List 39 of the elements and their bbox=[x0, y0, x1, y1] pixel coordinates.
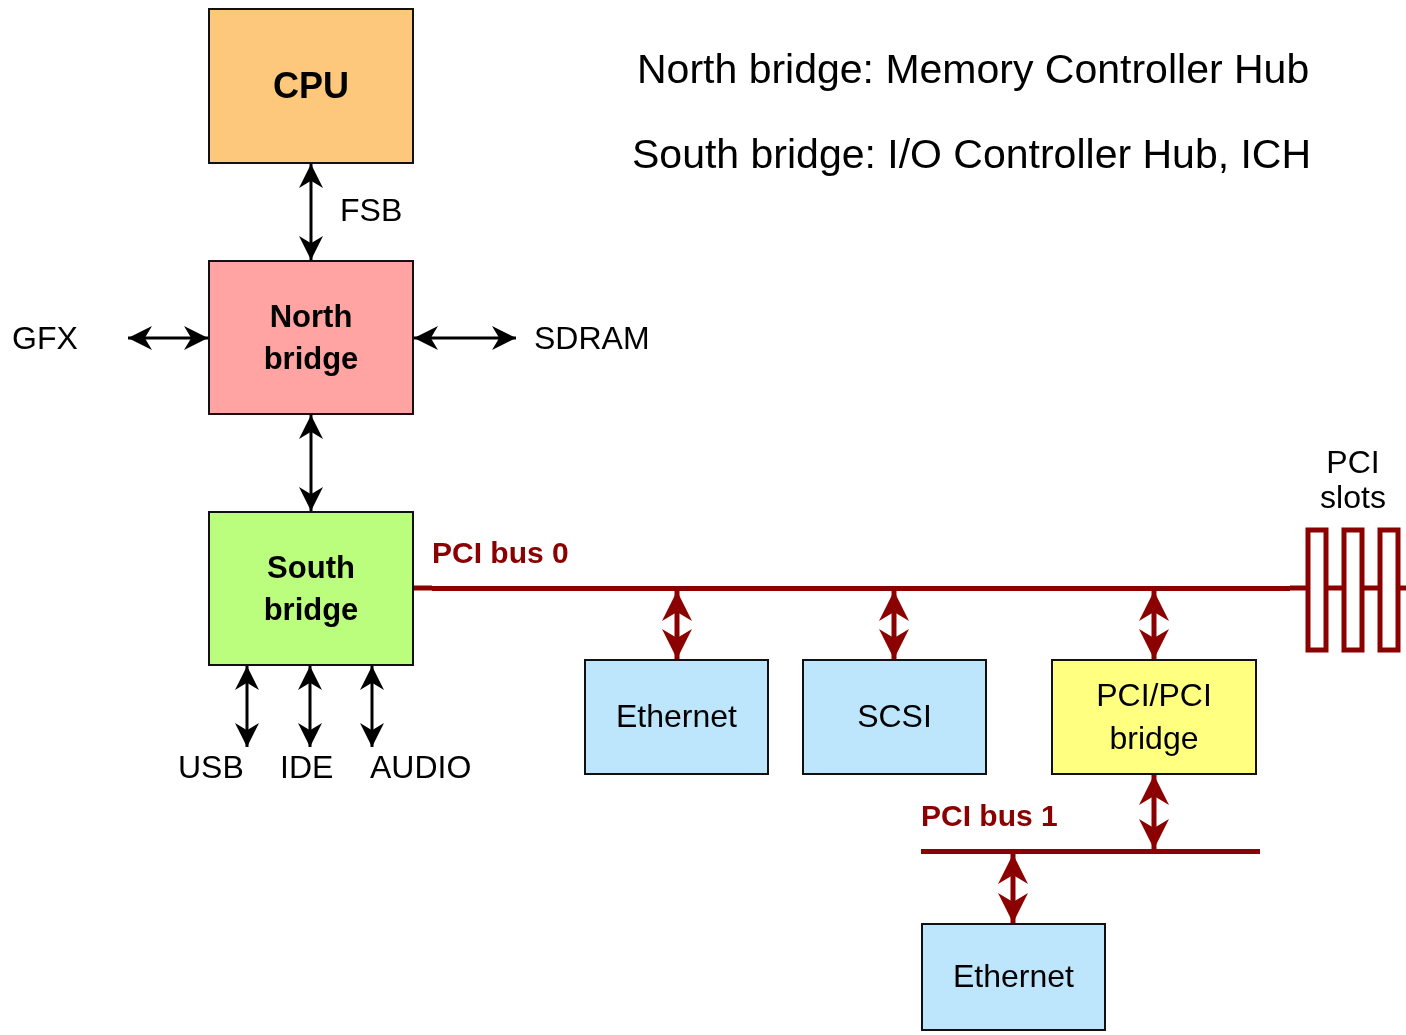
arrow bbox=[879, 591, 909, 659]
arrow bbox=[360, 666, 384, 747]
box-label: Ethernet bbox=[953, 957, 1074, 997]
arrow bbox=[235, 666, 259, 747]
arrow bbox=[998, 854, 1028, 923]
arrow bbox=[298, 666, 322, 747]
arrow bbox=[1139, 775, 1169, 849]
signal-label: SDRAM bbox=[534, 319, 650, 357]
bus-line bbox=[1290, 585, 1300, 591]
signal-label: GFX bbox=[12, 319, 78, 357]
chip-box bbox=[208, 511, 414, 666]
cpu-box bbox=[208, 8, 414, 164]
arrow bbox=[299, 415, 323, 511]
note-text: North bridge: Memory Controller Hub bbox=[637, 46, 1310, 93]
box-label: North bridge bbox=[262, 297, 360, 378]
edge-label: FSB bbox=[340, 192, 403, 229]
arrow bbox=[299, 164, 323, 260]
arrow bbox=[128, 326, 208, 350]
arrow bbox=[662, 591, 692, 659]
box-label: Ethernet bbox=[616, 697, 737, 737]
arrow bbox=[1139, 591, 1169, 659]
signal-label: IDE bbox=[280, 748, 334, 786]
bus-line bbox=[414, 585, 432, 591]
device-box bbox=[921, 923, 1106, 1031]
bus-label: PCI bus 1 bbox=[921, 799, 1058, 833]
slots-label: PCI slots bbox=[1319, 445, 1387, 516]
box-label: PCI/PCI bridge bbox=[1095, 675, 1213, 758]
note-text: South bridge: I/O Controller Hub, ICH bbox=[632, 131, 1312, 178]
signal-label: AUDIO bbox=[370, 748, 472, 786]
signal-label: USB bbox=[178, 748, 244, 786]
bus-label: PCI bus 0 bbox=[432, 536, 569, 570]
arrow bbox=[414, 326, 516, 350]
bridge-box bbox=[1051, 659, 1257, 775]
device-box bbox=[584, 659, 769, 775]
box-label: CPU bbox=[273, 63, 349, 108]
box-label: South bridge bbox=[262, 548, 360, 629]
chip-box bbox=[208, 260, 414, 415]
box-label: SCSI bbox=[857, 697, 932, 737]
device-box bbox=[802, 659, 987, 775]
